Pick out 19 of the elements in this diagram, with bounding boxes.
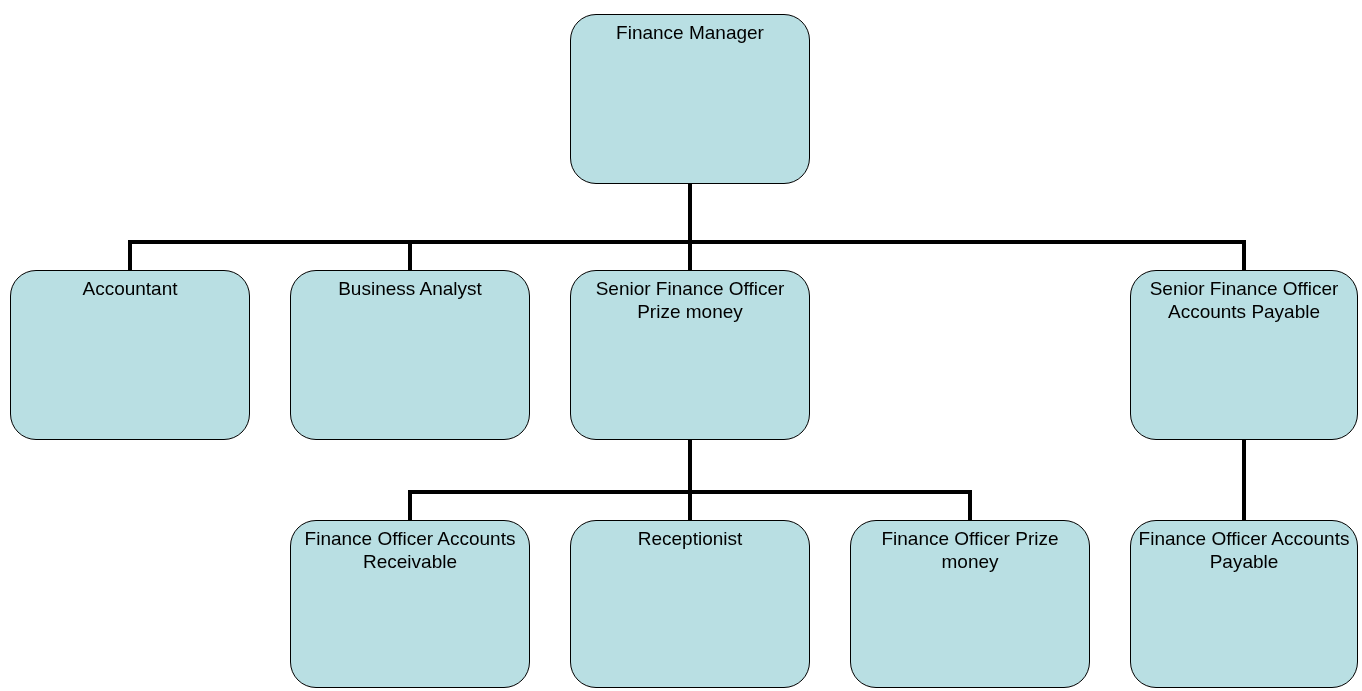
role-box (10, 270, 250, 440)
role-title: Receptionist (637, 527, 743, 550)
role-box (570, 14, 810, 184)
role-title: Senior Finance Officer Accounts Payable (1148, 277, 1340, 323)
connector-line (1242, 440, 1246, 520)
role-title: Accountant (82, 277, 178, 300)
role-box (850, 520, 1090, 688)
role-title: Business Analyst (338, 277, 482, 300)
role-box (290, 270, 530, 440)
role-title: Finance Manager (616, 21, 764, 44)
role-title: Finance Officer Accounts Receivable (303, 527, 517, 573)
role-box (1130, 270, 1358, 440)
role-title: Finance Officer Accounts Payable (1137, 527, 1351, 573)
role-title: Senior Finance Officer Prize money (594, 277, 786, 323)
role-title: Finance Officer Prize money (880, 527, 1060, 573)
role-box (1130, 520, 1358, 688)
role-box (290, 520, 530, 688)
role-box (570, 270, 810, 440)
role-box (570, 520, 810, 688)
